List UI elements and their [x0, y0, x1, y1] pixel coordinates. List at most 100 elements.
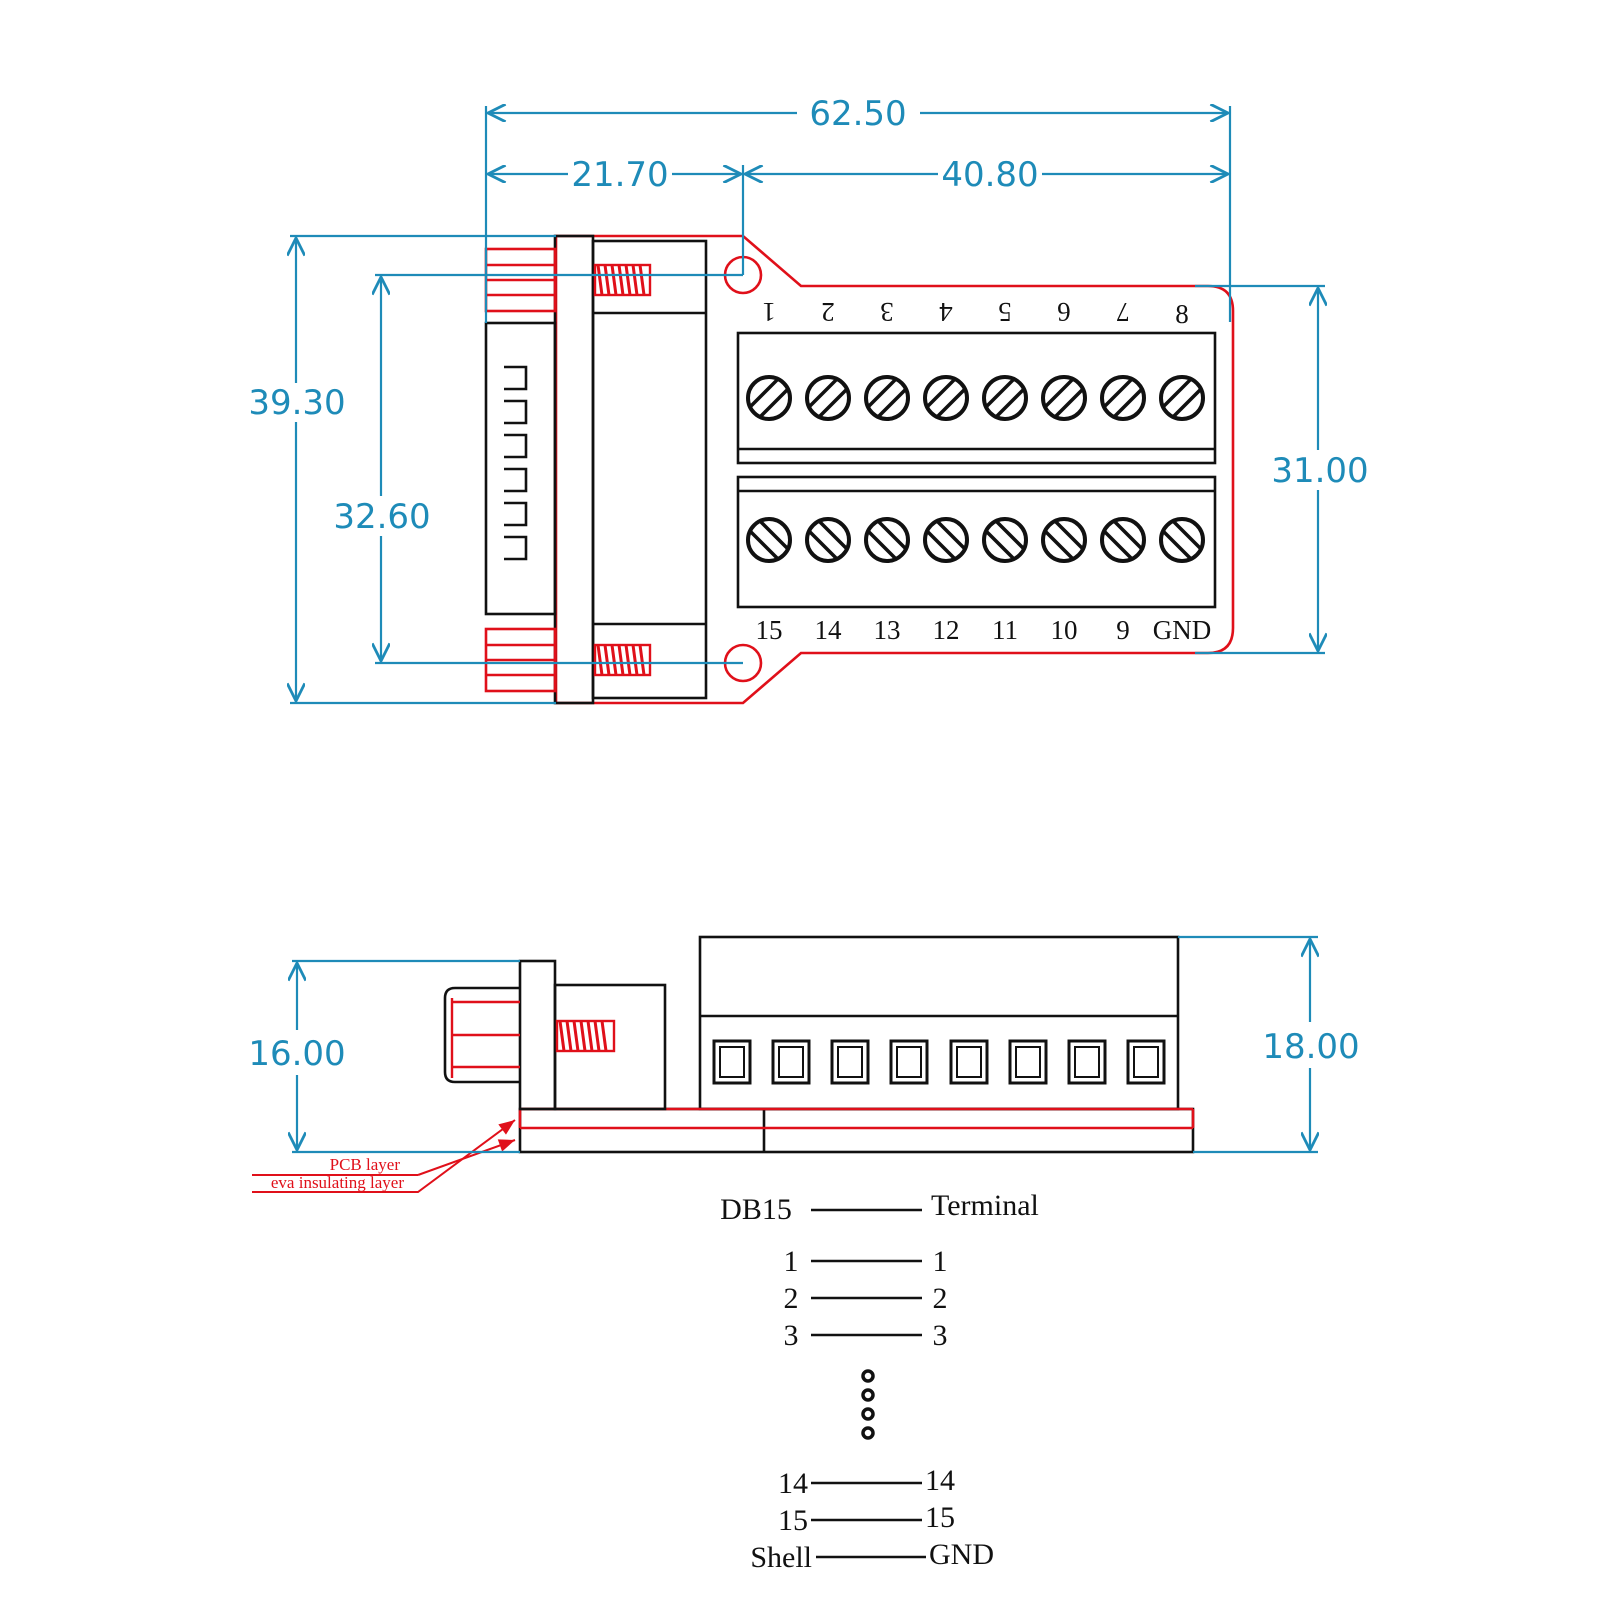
terminal-screw-bottom-1: [746, 517, 792, 563]
terminal-screw-bottom-2: [805, 517, 851, 563]
terminal-label-10: 10: [1051, 615, 1078, 645]
terminal-screw-bottom-2-slot: [817, 519, 849, 551]
terminal-opening-2: [771, 1039, 811, 1085]
pcb-layer-label: PCB layer: [330, 1155, 401, 1174]
side-view: PCB layer eva insulating layer 16.00 18.…: [248, 935, 1360, 1193]
terminal-screw-top-1: [746, 375, 792, 421]
terminal-screw-bottom-1-slot: [758, 519, 790, 551]
terminal-opening-3: [830, 1039, 870, 1085]
terminal-opening-inner-4: [896, 1046, 922, 1078]
terminal-label-1: 1: [762, 297, 776, 327]
terminal-screw-bottom-6-slot: [1053, 519, 1085, 551]
eva-layer-label: eva insulating layer: [271, 1173, 404, 1192]
terminal-screw-top-6-slot: [1043, 377, 1075, 409]
terminal-opening-inner-7: [1074, 1046, 1100, 1078]
terminal-opening-7: [1067, 1039, 1107, 1085]
terminal-screw-bottom-7: [1100, 517, 1146, 563]
terminal-label-3: 3: [880, 297, 894, 327]
dim-terminal-height: 18.00: [1262, 1027, 1359, 1067]
terminal-opening-inner-6: [1015, 1046, 1041, 1078]
dim-total-width: 62.50: [809, 94, 906, 134]
terminal-screw-bottom-4-slot: [935, 519, 967, 551]
pinout-terminal-15: 15: [925, 1501, 955, 1534]
terminal-opening-inner-1: [719, 1046, 745, 1078]
ellipsis-dots: [861, 1369, 875, 1440]
terminal-label-4: 4: [939, 297, 953, 327]
terminal-labels-bottom: 15 14 13 12 11 10 9 GND: [756, 615, 1212, 645]
terminal-label-12: 12: [933, 615, 960, 645]
terminal-screws-bottom: [746, 517, 1205, 563]
terminal-opening-5: [949, 1039, 989, 1085]
terminal-opening-inner-2: [778, 1046, 804, 1078]
pinout-db15-shell: Shell: [750, 1541, 812, 1574]
pinout-header-db15: DB15: [720, 1193, 792, 1226]
terminal-opening-inner-3: [837, 1046, 863, 1078]
terminal-label-8: 8: [1175, 299, 1189, 329]
terminal-screw-top-5: [982, 375, 1028, 421]
terminal-openings: [712, 1039, 1166, 1085]
terminal-screw-top-5-slot: [994, 387, 1026, 419]
terminal-screw-bottom-3: [864, 517, 910, 563]
dimension-values-top-view: 62.50 21.70 40.80 39.30 32.60 31.00: [248, 94, 1368, 537]
terminal-screw-top-4-slot: [925, 377, 957, 409]
terminal-screw-bottom-5-slot: [994, 519, 1026, 551]
top-view: 1 2 3 4 5 6 7 8 15 14 13 12 11 10 9 GND: [248, 94, 1369, 705]
terminal-label-2: 2: [821, 297, 835, 327]
terminal-screw-top-3: [864, 375, 910, 421]
terminal-screw-top-7: [1100, 375, 1146, 421]
thumb-screw-bottom: [484, 627, 557, 693]
terminal-screw-top-6: [1041, 375, 1087, 421]
terminal-label-9: 9: [1116, 615, 1130, 645]
terminal-screw-bottom-8-slot: [1171, 519, 1203, 551]
dim-connector-height: 16.00: [248, 1034, 345, 1074]
pinout-db15-1: 1: [784, 1245, 799, 1278]
pinout-terminal-1: 1: [933, 1245, 948, 1278]
terminal-labels-top: 1 2 3 4 5 6 7 8: [762, 297, 1189, 329]
terminal-screw-top-2-slot: [817, 387, 849, 419]
layer-callouts: PCB layer eva insulating layer: [252, 1119, 516, 1193]
terminal-screw-bottom-8-slot: [1161, 529, 1193, 561]
dimension-lines-side-view: 16.00 18.00: [248, 937, 1360, 1152]
db15-pins: [504, 365, 528, 561]
dim-board-height: 31.00: [1271, 451, 1368, 491]
thumb-screw-knurl-side: [450, 998, 520, 1078]
terminal-screw-bottom-5-slot: [984, 529, 1016, 561]
db15-flange-side: [518, 959, 557, 1111]
terminal-screw-top-4: [923, 375, 969, 421]
terminal-screw-top-2: [805, 375, 851, 421]
terminal-block-bottom: [736, 475, 1217, 609]
terminal-screw-bottom-6: [1041, 517, 1087, 563]
terminal-screw-bottom-4-slot: [925, 529, 957, 561]
pinout-terminal-14: 14: [925, 1464, 955, 1497]
terminal-screw-top-1-slot: [758, 387, 790, 419]
terminal-screw-bottom-3-slot: [866, 529, 898, 561]
terminal-screw-top-7-slot: [1102, 377, 1134, 409]
terminal-label-gnd: GND: [1153, 615, 1212, 645]
terminal-screw-bottom-3-slot: [876, 519, 908, 551]
terminal-screw-top-6-slot: [1053, 387, 1085, 419]
terminal-block-top: [736, 331, 1217, 465]
dimension-lines-top-view: [290, 106, 1325, 703]
terminal-screw-bottom-1-slot: [748, 529, 780, 561]
pinout-db15-2: 2: [784, 1282, 799, 1315]
terminal-label-15: 15: [756, 615, 783, 645]
terminal-screw-top-5-slot: [984, 377, 1016, 409]
db15-connector-top: [484, 234, 708, 705]
terminal-opening-inner-8: [1133, 1046, 1159, 1078]
terminal-label-6: 6: [1057, 297, 1071, 327]
dim-connector-width: 21.70: [571, 155, 668, 195]
terminal-screw-bottom-7-slot: [1112, 519, 1144, 551]
terminal-opening-6: [1008, 1039, 1048, 1085]
terminal-label-13: 13: [874, 615, 901, 645]
dim-hole-spacing: 32.60: [333, 497, 430, 537]
terminal-screw-bottom-7-slot: [1102, 529, 1134, 561]
terminal-opening-8: [1126, 1039, 1166, 1085]
screw-thread-bottom: [593, 643, 652, 677]
thumb-screw-side: [443, 986, 520, 1084]
pinout-terminal-2: 2: [933, 1282, 948, 1315]
terminal-screw-top-8-slot: [1171, 387, 1203, 419]
screw-thread-top: [593, 263, 652, 297]
thumb-screw-top: [484, 247, 557, 313]
terminal-opening-4: [889, 1039, 929, 1085]
